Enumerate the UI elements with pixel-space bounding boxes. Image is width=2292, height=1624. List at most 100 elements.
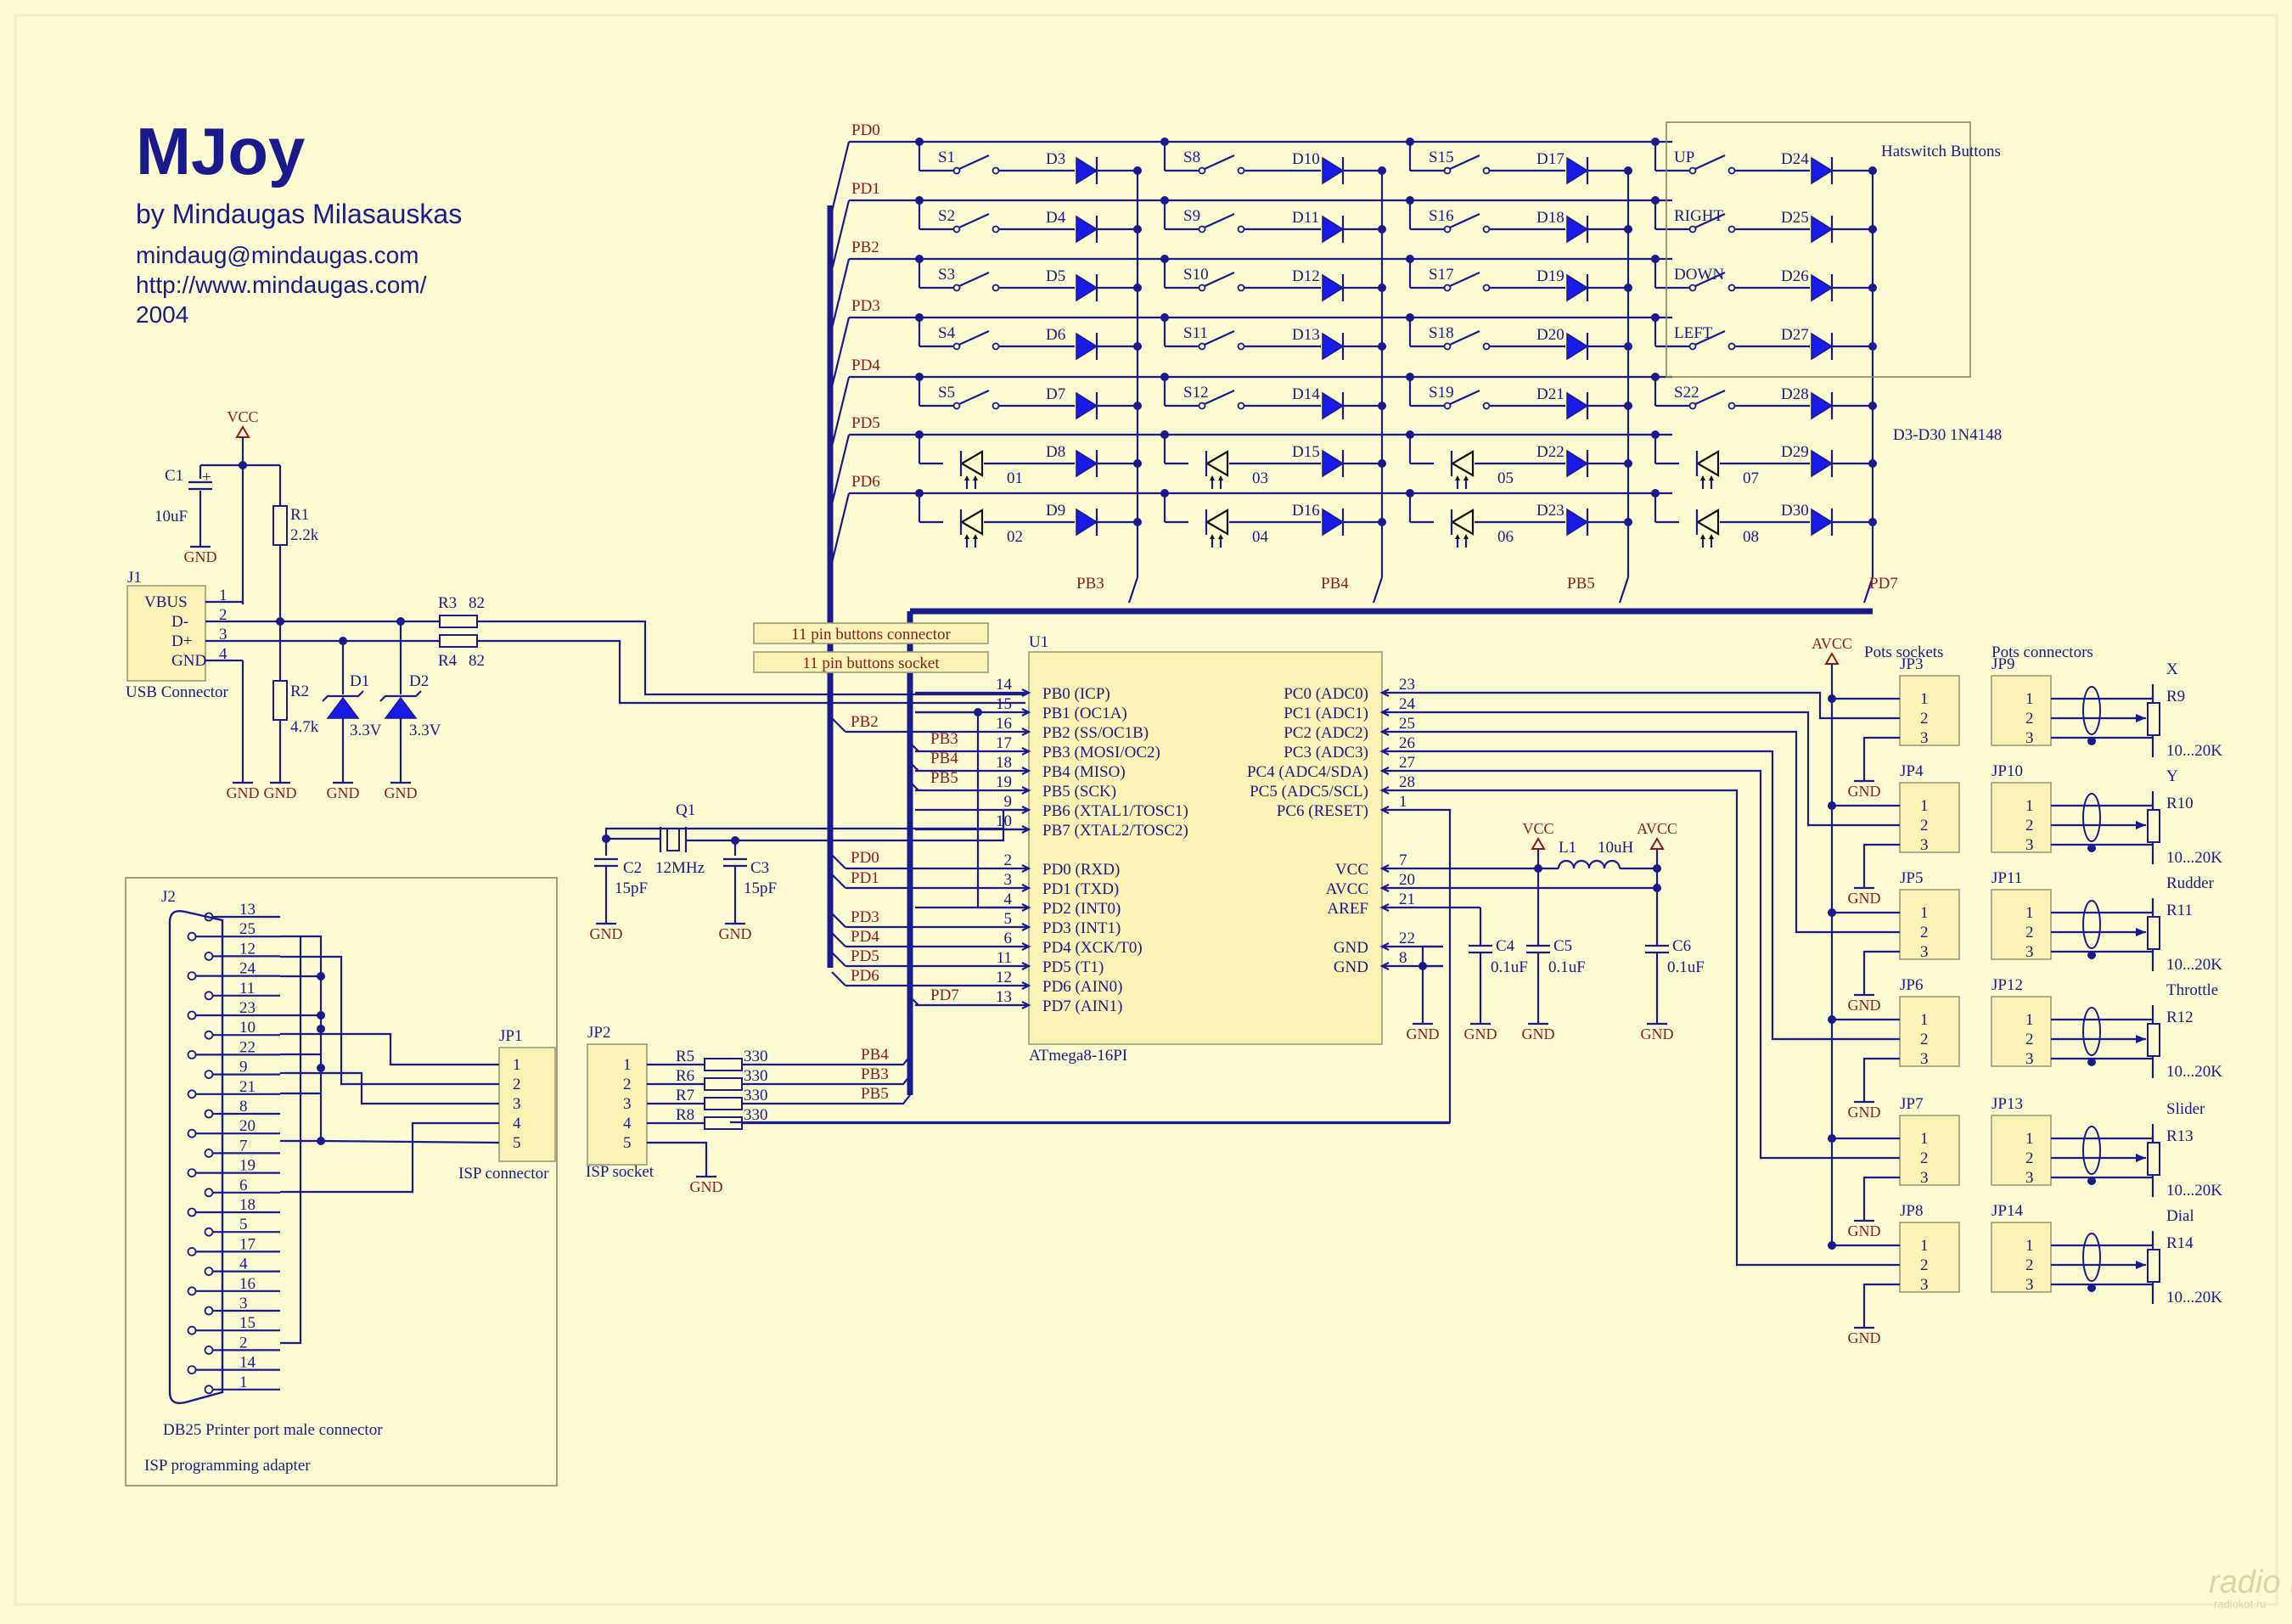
pot-socket-ref: JP4 bbox=[1900, 762, 1924, 780]
pin-arrow-icon bbox=[1021, 981, 1031, 990]
db25-pin-number: 9 bbox=[239, 1059, 248, 1076]
pots-connectors-title: Pots connectors bbox=[1991, 643, 2093, 661]
pin-arrow-icon bbox=[1379, 864, 1390, 873]
db25-pin-icon bbox=[204, 1346, 214, 1355]
led-ref-label: 04 bbox=[1252, 528, 1269, 546]
led-arrow-icon bbox=[1700, 534, 1705, 539]
r3-ref: R3 bbox=[438, 594, 457, 612]
diode-triangle-icon bbox=[1076, 273, 1098, 302]
button-switch bbox=[1198, 271, 1245, 292]
mcu-part-name: ATmega8-16PI bbox=[1029, 1047, 1127, 1065]
mcu-right-pin-number: 20 bbox=[1399, 871, 1415, 889]
junction-dot bbox=[2087, 737, 2096, 745]
diode-ref-label: D29 bbox=[1781, 443, 1809, 461]
diode-triangle-icon bbox=[1566, 156, 1589, 185]
usb-dminus-to-mcu bbox=[477, 620, 1025, 696]
pots-sockets-title: Pots sockets bbox=[1864, 643, 1943, 661]
led-arrow-icon bbox=[1210, 534, 1215, 539]
d2-zener-ground: GND bbox=[385, 771, 418, 801]
pot-socket-pin: 1 bbox=[1920, 1011, 1929, 1029]
bus-entry-wire bbox=[909, 781, 919, 791]
pot-socket-ground: GND bbox=[1848, 1090, 1881, 1121]
pot-socket-ground: GND bbox=[1848, 769, 1881, 800]
pin-arrow-icon bbox=[1379, 962, 1390, 970]
isp-miso-wire bbox=[742, 1075, 911, 1086]
isp-mosi-wire bbox=[742, 1055, 911, 1066]
ground-label: GND bbox=[1641, 1026, 1674, 1042]
hatswitch-label: Hatswitch Buttons bbox=[1881, 143, 2001, 160]
switch-blade bbox=[958, 271, 990, 288]
pot-connector-pin: 3 bbox=[2025, 1169, 2034, 1187]
usb-pin-number: 3 bbox=[219, 626, 228, 643]
mcu-right-pin-number: 28 bbox=[1399, 773, 1415, 791]
led-triangle-icon bbox=[1695, 450, 1720, 477]
pot-connector-body bbox=[1991, 889, 2052, 960]
isp-resistor-ref: R5 bbox=[676, 1048, 694, 1065]
q1-ref: Q1 bbox=[676, 801, 695, 819]
mcu-right-pin-name: PC2 (ADC2) bbox=[1284, 724, 1368, 742]
pin-arrow-icon bbox=[1021, 747, 1031, 756]
pin-arrow-icon bbox=[1379, 786, 1390, 795]
switch-ref-label: S4 bbox=[938, 324, 956, 342]
led-arrow-icon bbox=[964, 475, 969, 480]
diode-ref-label: D11 bbox=[1292, 209, 1319, 227]
db25-pin-icon bbox=[187, 1286, 197, 1296]
db25-pin-number: 18 bbox=[239, 1196, 256, 1214]
l1-ref: L1 bbox=[1559, 839, 1576, 857]
pin-arrow-icon bbox=[1379, 747, 1390, 756]
db25-pin-number: 4 bbox=[239, 1256, 248, 1273]
bus-net-label: PB5 bbox=[930, 769, 958, 787]
switch-ref-label: S10 bbox=[1183, 266, 1209, 284]
ground-label: GND bbox=[1848, 1104, 1881, 1121]
switch-blade bbox=[958, 212, 990, 229]
button-switch bbox=[952, 389, 1000, 410]
isp-socket-pin: 1 bbox=[623, 1056, 632, 1074]
switch-ref-label: S8 bbox=[1183, 149, 1200, 166]
switch-contact bbox=[1482, 402, 1491, 410]
bus-entry-wire bbox=[831, 854, 846, 869]
row-net-label: PD1 bbox=[851, 180, 880, 198]
junction-dot bbox=[1828, 908, 1836, 917]
indicator-led bbox=[1205, 509, 1229, 548]
db25-pin-icon bbox=[204, 1070, 214, 1079]
diode-ref-label: D18 bbox=[1536, 209, 1565, 227]
ground-label: GND bbox=[1407, 1026, 1440, 1042]
isp-socket-pin: 4 bbox=[623, 1115, 632, 1132]
button-switch bbox=[952, 212, 1000, 233]
c1-capacitor bbox=[188, 480, 212, 491]
diode-triangle-icon bbox=[1322, 156, 1345, 185]
pot-socket-pin: 2 bbox=[1920, 1149, 1929, 1167]
isp-connector-pin: 2 bbox=[513, 1076, 521, 1093]
usb-pin-name: GND bbox=[171, 652, 206, 670]
button-switch bbox=[1443, 389, 1491, 410]
diode-triangle-icon bbox=[1076, 449, 1098, 478]
button-switch bbox=[952, 271, 1000, 292]
diode-triangle-icon bbox=[1322, 508, 1345, 537]
r2-value: 4.7k bbox=[290, 718, 319, 736]
diode-ref-label: D23 bbox=[1536, 502, 1565, 520]
db25-pin-icon bbox=[204, 1227, 214, 1237]
ground-label: GND bbox=[385, 784, 418, 801]
mcu-right-pin-number: 27 bbox=[1399, 754, 1415, 772]
title: MJoy bbox=[136, 114, 305, 188]
pot-socket-ref: JP8 bbox=[1900, 1202, 1923, 1220]
axis-name: X bbox=[2166, 660, 2178, 678]
pot-socket-pin: 1 bbox=[1920, 1130, 1929, 1148]
db25-pin-icon bbox=[187, 971, 197, 981]
diode-triangle-icon bbox=[1076, 215, 1098, 244]
wiper-arrow-icon bbox=[2136, 1261, 2146, 1269]
pot-ref: R12 bbox=[2166, 1009, 2194, 1026]
switch-contact bbox=[992, 402, 1000, 410]
indicator-led bbox=[959, 509, 984, 548]
pot-socket-ground: GND bbox=[1848, 983, 1881, 1014]
pot-ref: R11 bbox=[2166, 902, 2193, 919]
shield-icon bbox=[2082, 1007, 2101, 1056]
junction-dot bbox=[2087, 1284, 2096, 1292]
pot-connector-ref: JP11 bbox=[1991, 869, 2022, 887]
pot-connector-pin: 2 bbox=[2025, 1149, 2034, 1167]
pin-arrow-icon bbox=[1379, 688, 1390, 697]
ground-label: GND bbox=[1522, 1026, 1555, 1042]
isp-connector-pin: 4 bbox=[513, 1115, 521, 1132]
mcu-left-pin-name: PD1 (TXD) bbox=[1042, 880, 1119, 898]
